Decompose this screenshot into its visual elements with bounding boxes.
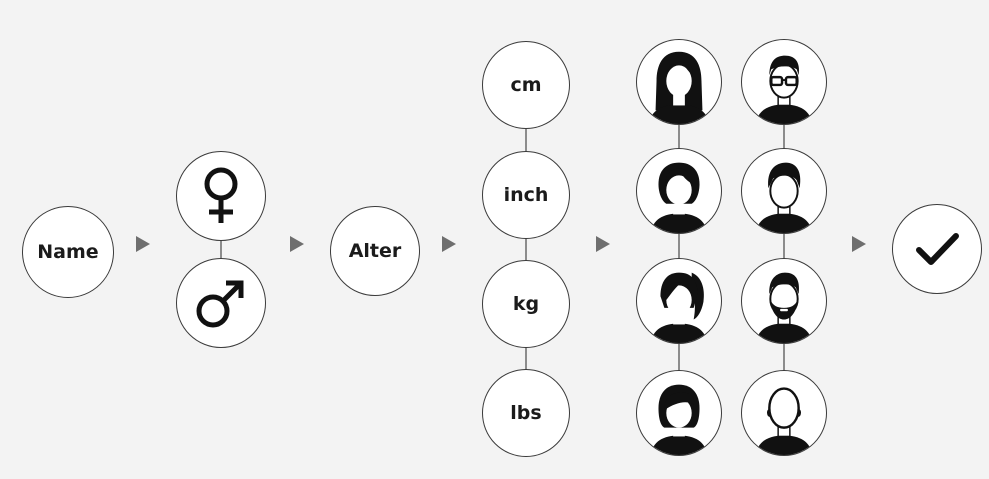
arrow-icon [852, 236, 866, 252]
unit-node-cm[interactable]: cm [482, 41, 570, 129]
name-node[interactable]: Name [22, 206, 114, 298]
unit-label-lbs: lbs [510, 402, 542, 424]
female-avatar-long-hair-icon [648, 51, 710, 124]
avatar-male-beard[interactable] [741, 258, 827, 344]
arrow-icon [442, 236, 456, 252]
unit-label-inch: inch [503, 184, 549, 206]
age-label: Alter [348, 240, 402, 262]
female-avatar-ponytail-icon [650, 272, 708, 343]
unit-node-kg[interactable]: kg [482, 260, 570, 348]
unit-label-cm: cm [510, 74, 542, 96]
male-gender-node[interactable] [176, 258, 266, 348]
male-avatar-short-hair-icon [755, 162, 813, 233]
female-avatar-bob-icon [650, 384, 708, 455]
avatar-male-short-hair[interactable] [741, 148, 827, 234]
female-gender-node[interactable] [176, 151, 266, 241]
unit-label-kg: kg [512, 293, 540, 315]
avatar-male-bald[interactable] [741, 370, 827, 456]
unit-node-lbs[interactable]: lbs [482, 369, 570, 457]
female-avatar-curly-hair-icon [650, 162, 708, 233]
arrow-icon [596, 236, 610, 252]
unit-node-inch[interactable]: inch [482, 151, 570, 239]
arrow-icon [136, 236, 150, 252]
female-symbol-icon [204, 167, 238, 223]
name-label: Name [37, 241, 99, 263]
checkmark-icon [916, 233, 959, 265]
age-node[interactable]: Alter [330, 206, 420, 296]
confirm-node[interactable] [892, 204, 982, 294]
male-avatar-glasses-icon [755, 55, 813, 124]
avatar-female-curly-hair[interactable] [636, 148, 722, 234]
avatar-male-glasses[interactable] [741, 39, 827, 125]
avatar-female-bob[interactable] [636, 370, 722, 456]
arrow-icon [290, 236, 304, 252]
male-avatar-bald-icon [755, 387, 813, 455]
male-avatar-beard-icon [755, 272, 813, 343]
avatar-female-long-hair[interactable] [636, 39, 722, 125]
avatar-female-ponytail[interactable] [636, 258, 722, 344]
male-symbol-icon [196, 280, 244, 328]
